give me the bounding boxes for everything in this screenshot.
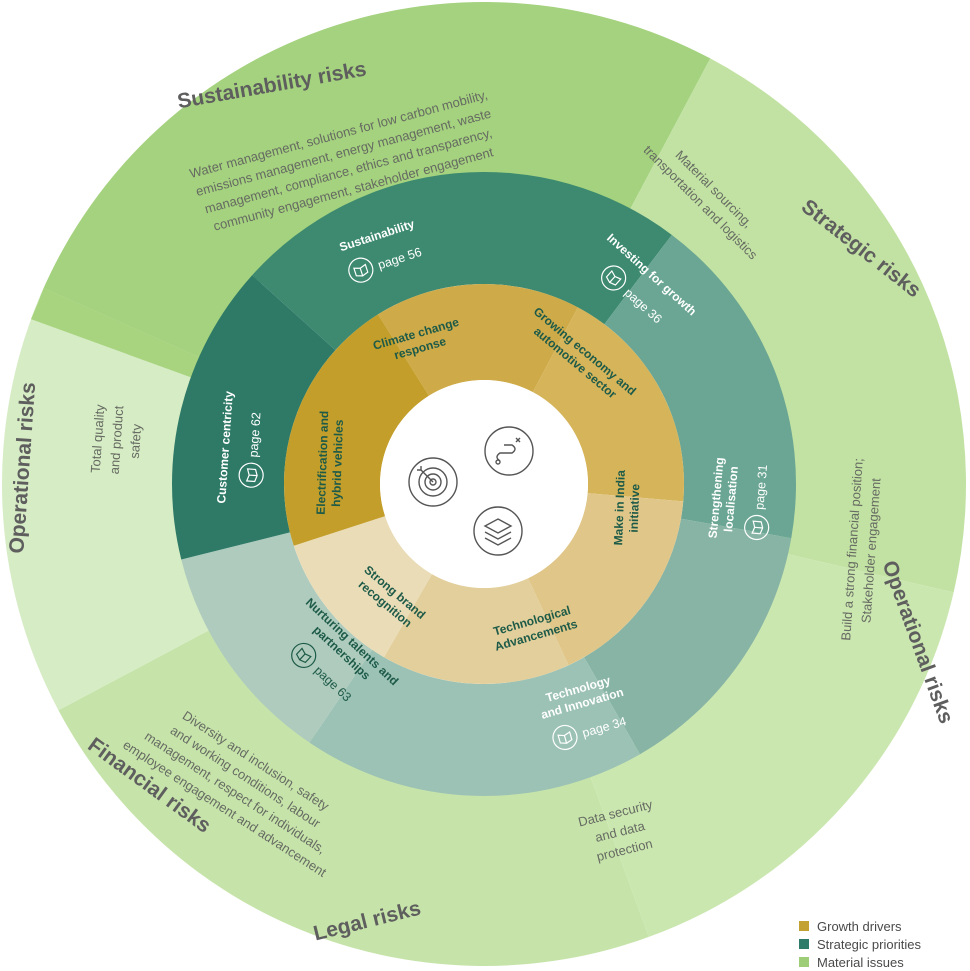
growth-driver-make-in-india-initiative-line: initiative	[627, 483, 643, 532]
growth-driver-make-in-india-initiative: Make in Indiainitiative	[611, 470, 643, 547]
route-icon	[484, 426, 534, 476]
outer-sector-operational-risks	[31, 287, 210, 382]
legend-item-material-issues: Material issues	[799, 953, 921, 971]
legend-swatch	[799, 921, 809, 931]
strategic-title-line: localisation	[721, 466, 741, 533]
strategic-sector-strengthening-localisation	[584, 518, 792, 755]
growth-driver-make-in-india-initiative-line: Make in India	[611, 470, 628, 546]
outer-sector-sustainability-risks	[31, 1, 711, 382]
growth-driver-electrification-and-hybrid-vehicles-line: hybrid vehicles	[329, 419, 346, 507]
growth-sector-growing-economy-and-automotive-sector	[532, 307, 684, 502]
outer-body-operational-risks: Total qualityand productsafety	[88, 403, 146, 476]
growth-sector-technological-advancements	[384, 574, 569, 684]
outer-sector-legal-risks	[58, 624, 649, 966]
outer-body-operational-risks-line: Total quality	[88, 403, 108, 473]
outer-body-operational-risks-line: and product	[107, 405, 127, 475]
growth-sector-strong-brand-recognition	[293, 516, 432, 658]
legend-label: Growth drivers	[817, 918, 902, 934]
book-icon	[238, 462, 264, 488]
book-icon	[552, 724, 578, 751]
target-icon	[408, 457, 458, 507]
legend-item-strategic-priorities: Strategic priorities	[799, 935, 921, 953]
outer-body-operational-risks-line: safety	[127, 423, 144, 459]
strategic-sector-investing-for-growth	[604, 234, 796, 539]
strategic-sector-technology-and-innovation	[309, 649, 640, 797]
growth-sector-climate-change-response	[378, 284, 578, 396]
legend-swatch	[799, 957, 809, 967]
legend-label: Strategic priorities	[817, 936, 922, 952]
strategic-title: Strengtheninglocalisation	[706, 457, 742, 541]
layers-icon	[473, 506, 523, 556]
strategic-sector-nurturing-talents-and-partnerships	[181, 532, 373, 743]
book-icon	[601, 265, 627, 291]
growth-driver-electrification-and-hybrid-vehicles: Electrification andhybrid vehicles	[314, 411, 347, 516]
growth-driver-electrification-and-hybrid-vehicles-line: Electrification and	[314, 411, 332, 515]
growth-sector-electrification-and-hybrid-vehicles	[283, 314, 429, 546]
book-icon	[744, 514, 770, 541]
growth-sector-make-in-india-initiative	[527, 493, 684, 666]
strategic-sector-customer-centricity	[171, 275, 336, 560]
legend: Growth drivers Strategic priorities Mate…	[799, 917, 921, 971]
page-reference: page 31	[752, 464, 770, 510]
legend-item-growth-drivers: Growth drivers	[799, 917, 921, 935]
book-icon	[348, 257, 374, 283]
strategic-sector-sustainability	[252, 171, 672, 351]
outer-sector-financial-risks	[2, 287, 220, 711]
legend-label: Material issues	[817, 954, 904, 970]
center-hub	[380, 380, 588, 588]
outer-sector-strategic-risks	[624, 58, 966, 593]
strategic-item-strengthening-localisation: Strengtheninglocalisation page 31	[706, 457, 770, 541]
book-icon	[291, 642, 317, 669]
page-reference: page 62	[246, 412, 263, 458]
outer-sector-operational-risks	[586, 551, 954, 937]
legend-swatch	[799, 939, 809, 949]
center-circle	[380, 380, 588, 588]
